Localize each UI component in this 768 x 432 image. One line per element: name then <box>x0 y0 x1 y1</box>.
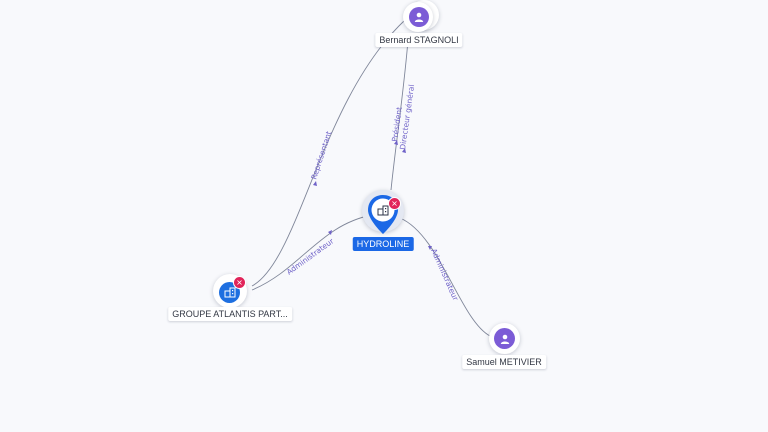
close-badge-icon[interactable]: × <box>388 197 401 210</box>
edge-label-administrateur-2: Administrateur <box>429 247 460 303</box>
edge-arrow-3 <box>402 148 406 153</box>
edge-president-dg <box>390 39 409 191</box>
edge-arrow-1 <box>313 181 317 186</box>
person-avatar <box>409 7 429 27</box>
edge-administrateur-groupe <box>251 214 373 291</box>
edge-arrow-5 <box>428 246 432 250</box>
edge-administrateur-samuel <box>399 217 491 337</box>
node-label-groupe-atlantis: GROUPE ATLANTIS PART... <box>168 307 292 321</box>
close-badge-icon[interactable]: × <box>233 276 246 289</box>
node-label-hydroline: HYDROLINE <box>352 237 414 251</box>
edge-representant <box>251 19 406 287</box>
node-label-bernard: Bernard STAGNOLI <box>375 33 463 47</box>
edge-label-administrateur-1: Administrateur <box>285 236 336 277</box>
node-label-samuel: Samuel METIVIER <box>462 355 546 369</box>
person-icon <box>500 334 509 344</box>
edge-arrow-4 <box>328 230 332 235</box>
person-avatar <box>494 328 515 349</box>
person-icon <box>414 12 424 22</box>
edge-arrow-2 <box>394 140 398 145</box>
building-icon <box>224 287 235 298</box>
building-icon <box>377 205 389 216</box>
edge-label-representant: Représentant <box>309 130 333 181</box>
